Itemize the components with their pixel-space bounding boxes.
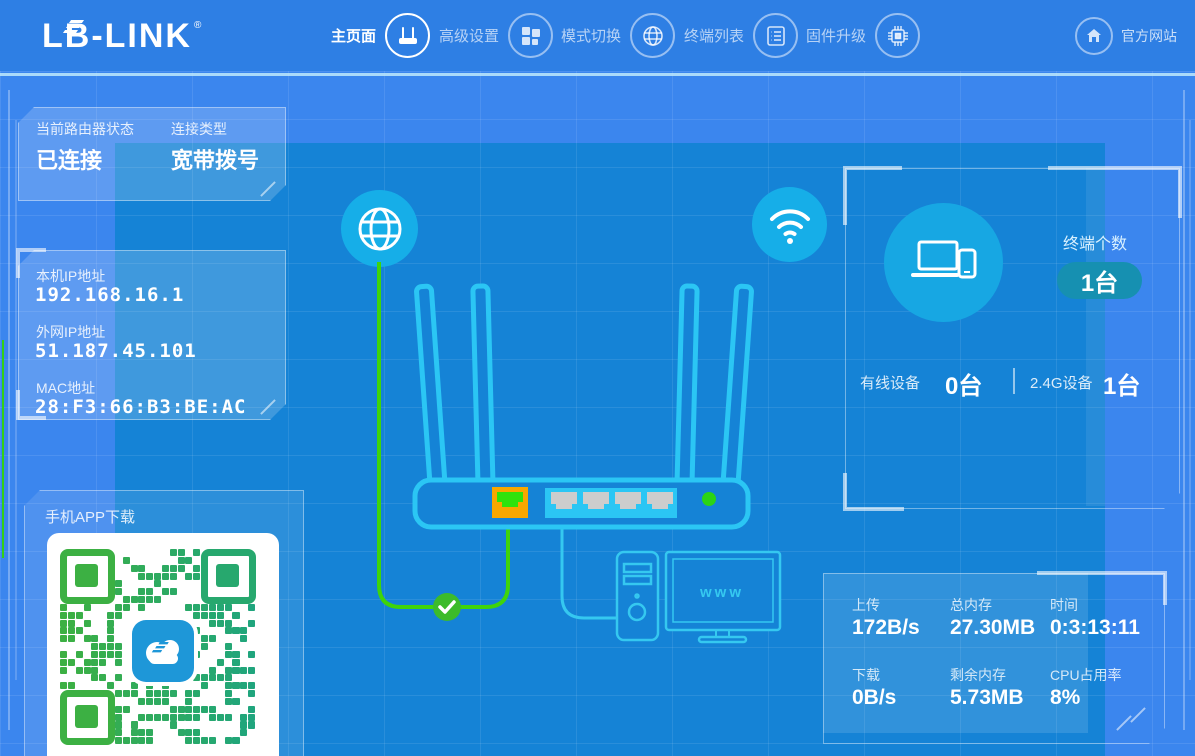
logo-lightning-bars <box>62 20 86 36</box>
memory-value: 27.30MB <box>950 616 1036 639</box>
mac-value: 28:F3:66:B3:BE:AC <box>35 396 247 418</box>
lan-ip-value: 192.168.16.1 <box>35 284 185 306</box>
internet-globe-icon <box>341 190 418 267</box>
cloud-app-logo-icon <box>132 620 194 682</box>
lan-ip-label: 本机IP地址 <box>36 268 106 284</box>
connection-type-label: 连接类型 <box>171 121 227 137</box>
lan-ports <box>545 488 677 518</box>
top-navbar: LB-LINK ® 主页面 高级设置 模式切换 终端列表 <box>0 0 1195 71</box>
download-value: 0B/s <box>852 686 897 709</box>
www-label: www <box>699 584 744 601</box>
panel-bracket <box>16 390 46 420</box>
official-website-link[interactable]: 官方网站 <box>1075 0 1177 71</box>
nav-home-label: 主页面 <box>331 28 377 45</box>
free-memory-value: 5.73MB <box>950 686 1024 709</box>
terminal-count-label: 终端个数 <box>1063 236 1128 253</box>
list-icon <box>753 13 799 58</box>
wan-ip-label: 外网IP地址 <box>36 324 106 340</box>
panel-bracket <box>1037 571 1167 605</box>
router-status-label: 当前路由器状态 <box>36 121 134 137</box>
upload-value: 172B/s <box>852 616 920 639</box>
uptime-label: 时间 <box>1050 597 1078 613</box>
ip-info-panel <box>18 250 286 420</box>
divider <box>1013 368 1015 394</box>
wifi24-devices-label: 2.4G设备 <box>1030 375 1093 392</box>
nav-item-advanced-settings[interactable]: 高级设置 <box>439 0 554 71</box>
wired-devices-value: 0台 <box>945 373 983 400</box>
green-accent-line <box>2 340 4 558</box>
globe-icon <box>630 13 676 58</box>
grid-icon <box>508 13 554 58</box>
wan-port <box>492 487 528 518</box>
www-monitor <box>664 550 782 644</box>
upload-label: 上传 <box>852 597 880 613</box>
download-label: 下载 <box>852 667 880 683</box>
nav-item-terminal-list[interactable]: 终端列表 <box>684 0 799 71</box>
connection-type-value: 宽带拨号 <box>171 148 260 173</box>
nav-item-home[interactable]: 主页面 <box>331 0 431 71</box>
free-memory-label: 剩余内存 <box>950 667 1006 683</box>
official-website-label: 官方网站 <box>1121 27 1177 44</box>
logo-text: LB-LINK <box>42 17 192 55</box>
nav-item-firmware-upgrade[interactable]: 固件升级 <box>806 0 921 71</box>
nav-advanced-label: 高级设置 <box>439 28 500 45</box>
cpu-usage-label: CPU占用率 <box>1050 667 1122 683</box>
router-status-panel <box>18 107 286 201</box>
router-led <box>702 492 716 506</box>
nav-terminal-label: 终端列表 <box>684 28 745 45</box>
router-icon <box>385 13 431 58</box>
panel-bracket <box>16 248 46 278</box>
cpu-usage-value: 8% <box>1050 686 1081 709</box>
nav-firmware-label: 固件升级 <box>806 28 867 45</box>
lan-cable-cyan <box>560 516 619 620</box>
connection-check-icon <box>433 593 461 621</box>
home-icon <box>1075 16 1113 55</box>
panel-bracket <box>843 166 902 225</box>
devices-icon <box>884 203 1003 322</box>
app-download-title: 手机APP下载 <box>45 509 136 526</box>
stats-panel-fill <box>823 573 1088 733</box>
network-topology-diagram: www <box>377 262 782 644</box>
wired-devices-label: 有线设备 <box>860 375 921 392</box>
ruler-line <box>8 90 10 730</box>
mac-label: MAC地址 <box>36 380 96 396</box>
panel-bracket <box>843 473 904 511</box>
highlight-band <box>1086 168 1105 506</box>
logo-registered-mark: ® <box>193 20 202 31</box>
wan-ip-value: 51.187.45.101 <box>35 340 197 362</box>
router-status-value: 已连接 <box>36 148 103 173</box>
router-antennas <box>414 283 754 487</box>
pc-tower <box>615 550 660 642</box>
uptime-value: 0:3:13:11 <box>1050 616 1140 639</box>
ruler-line <box>1183 90 1185 730</box>
header-separator <box>0 73 1195 76</box>
terminal-panel <box>845 168 1180 509</box>
nav-item-mode-switch[interactable]: 模式切换 <box>561 0 676 71</box>
memory-label: 总内存 <box>950 597 992 613</box>
wifi24-devices-value: 1台 <box>1103 373 1141 400</box>
panel-bracket <box>1048 166 1182 218</box>
terminal-count-badge: 1台 <box>1057 262 1142 299</box>
nav-mode-label: 模式切换 <box>561 28 622 45</box>
wifi-signal-icon <box>752 187 827 262</box>
ruler-line <box>1189 120 1191 680</box>
qr-code <box>60 549 256 756</box>
lb-link-logo: LB-LINK ® <box>42 14 201 58</box>
chip-icon <box>875 13 921 58</box>
stats-panel <box>823 573 1165 744</box>
